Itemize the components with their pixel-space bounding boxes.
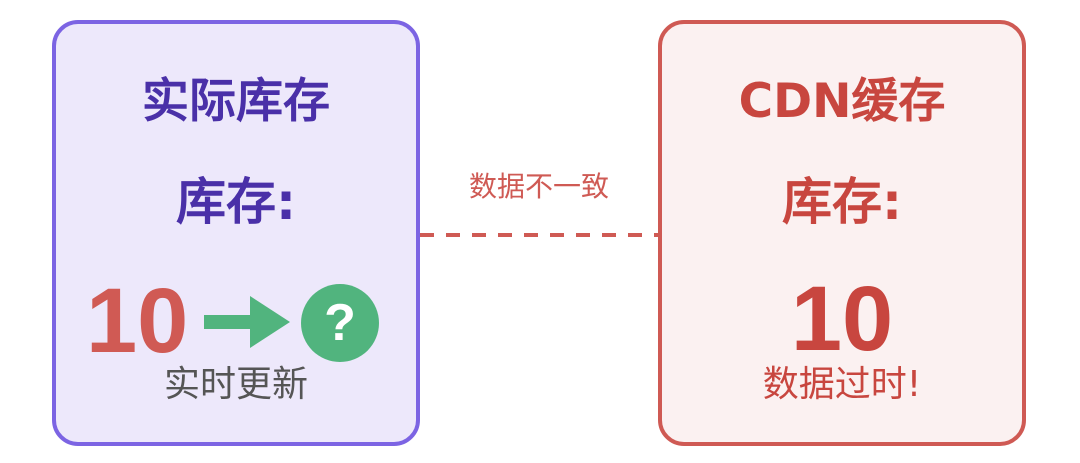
cached-stock-value: 10: [790, 268, 894, 370]
cdn-cache-panel: CDN缓存 库存: 10 数据过时!: [658, 20, 1026, 446]
actual-inventory-panel: 实际库存 库存: 10 ? 实时更新: [52, 20, 420, 446]
stale-data-caption: 数据过时!: [762, 364, 922, 405]
cdn-cache-title: CDN缓存: [738, 74, 946, 129]
actual-inventory-title: 实际库存: [142, 74, 330, 129]
actual-stock-label: 库存:: [176, 173, 296, 231]
old-stock-value: 10: [86, 270, 189, 372]
arrow-right-icon: [204, 292, 292, 356]
question-icon: ?: [301, 284, 379, 362]
stock-change-row: 10 ?: [86, 268, 386, 378]
realtime-update-caption: 实时更新: [163, 364, 308, 405]
cdn-stock-label: 库存:: [782, 173, 902, 231]
data-mismatch-label: 数据不一致: [468, 170, 609, 203]
dashed-connector: [420, 233, 658, 237]
